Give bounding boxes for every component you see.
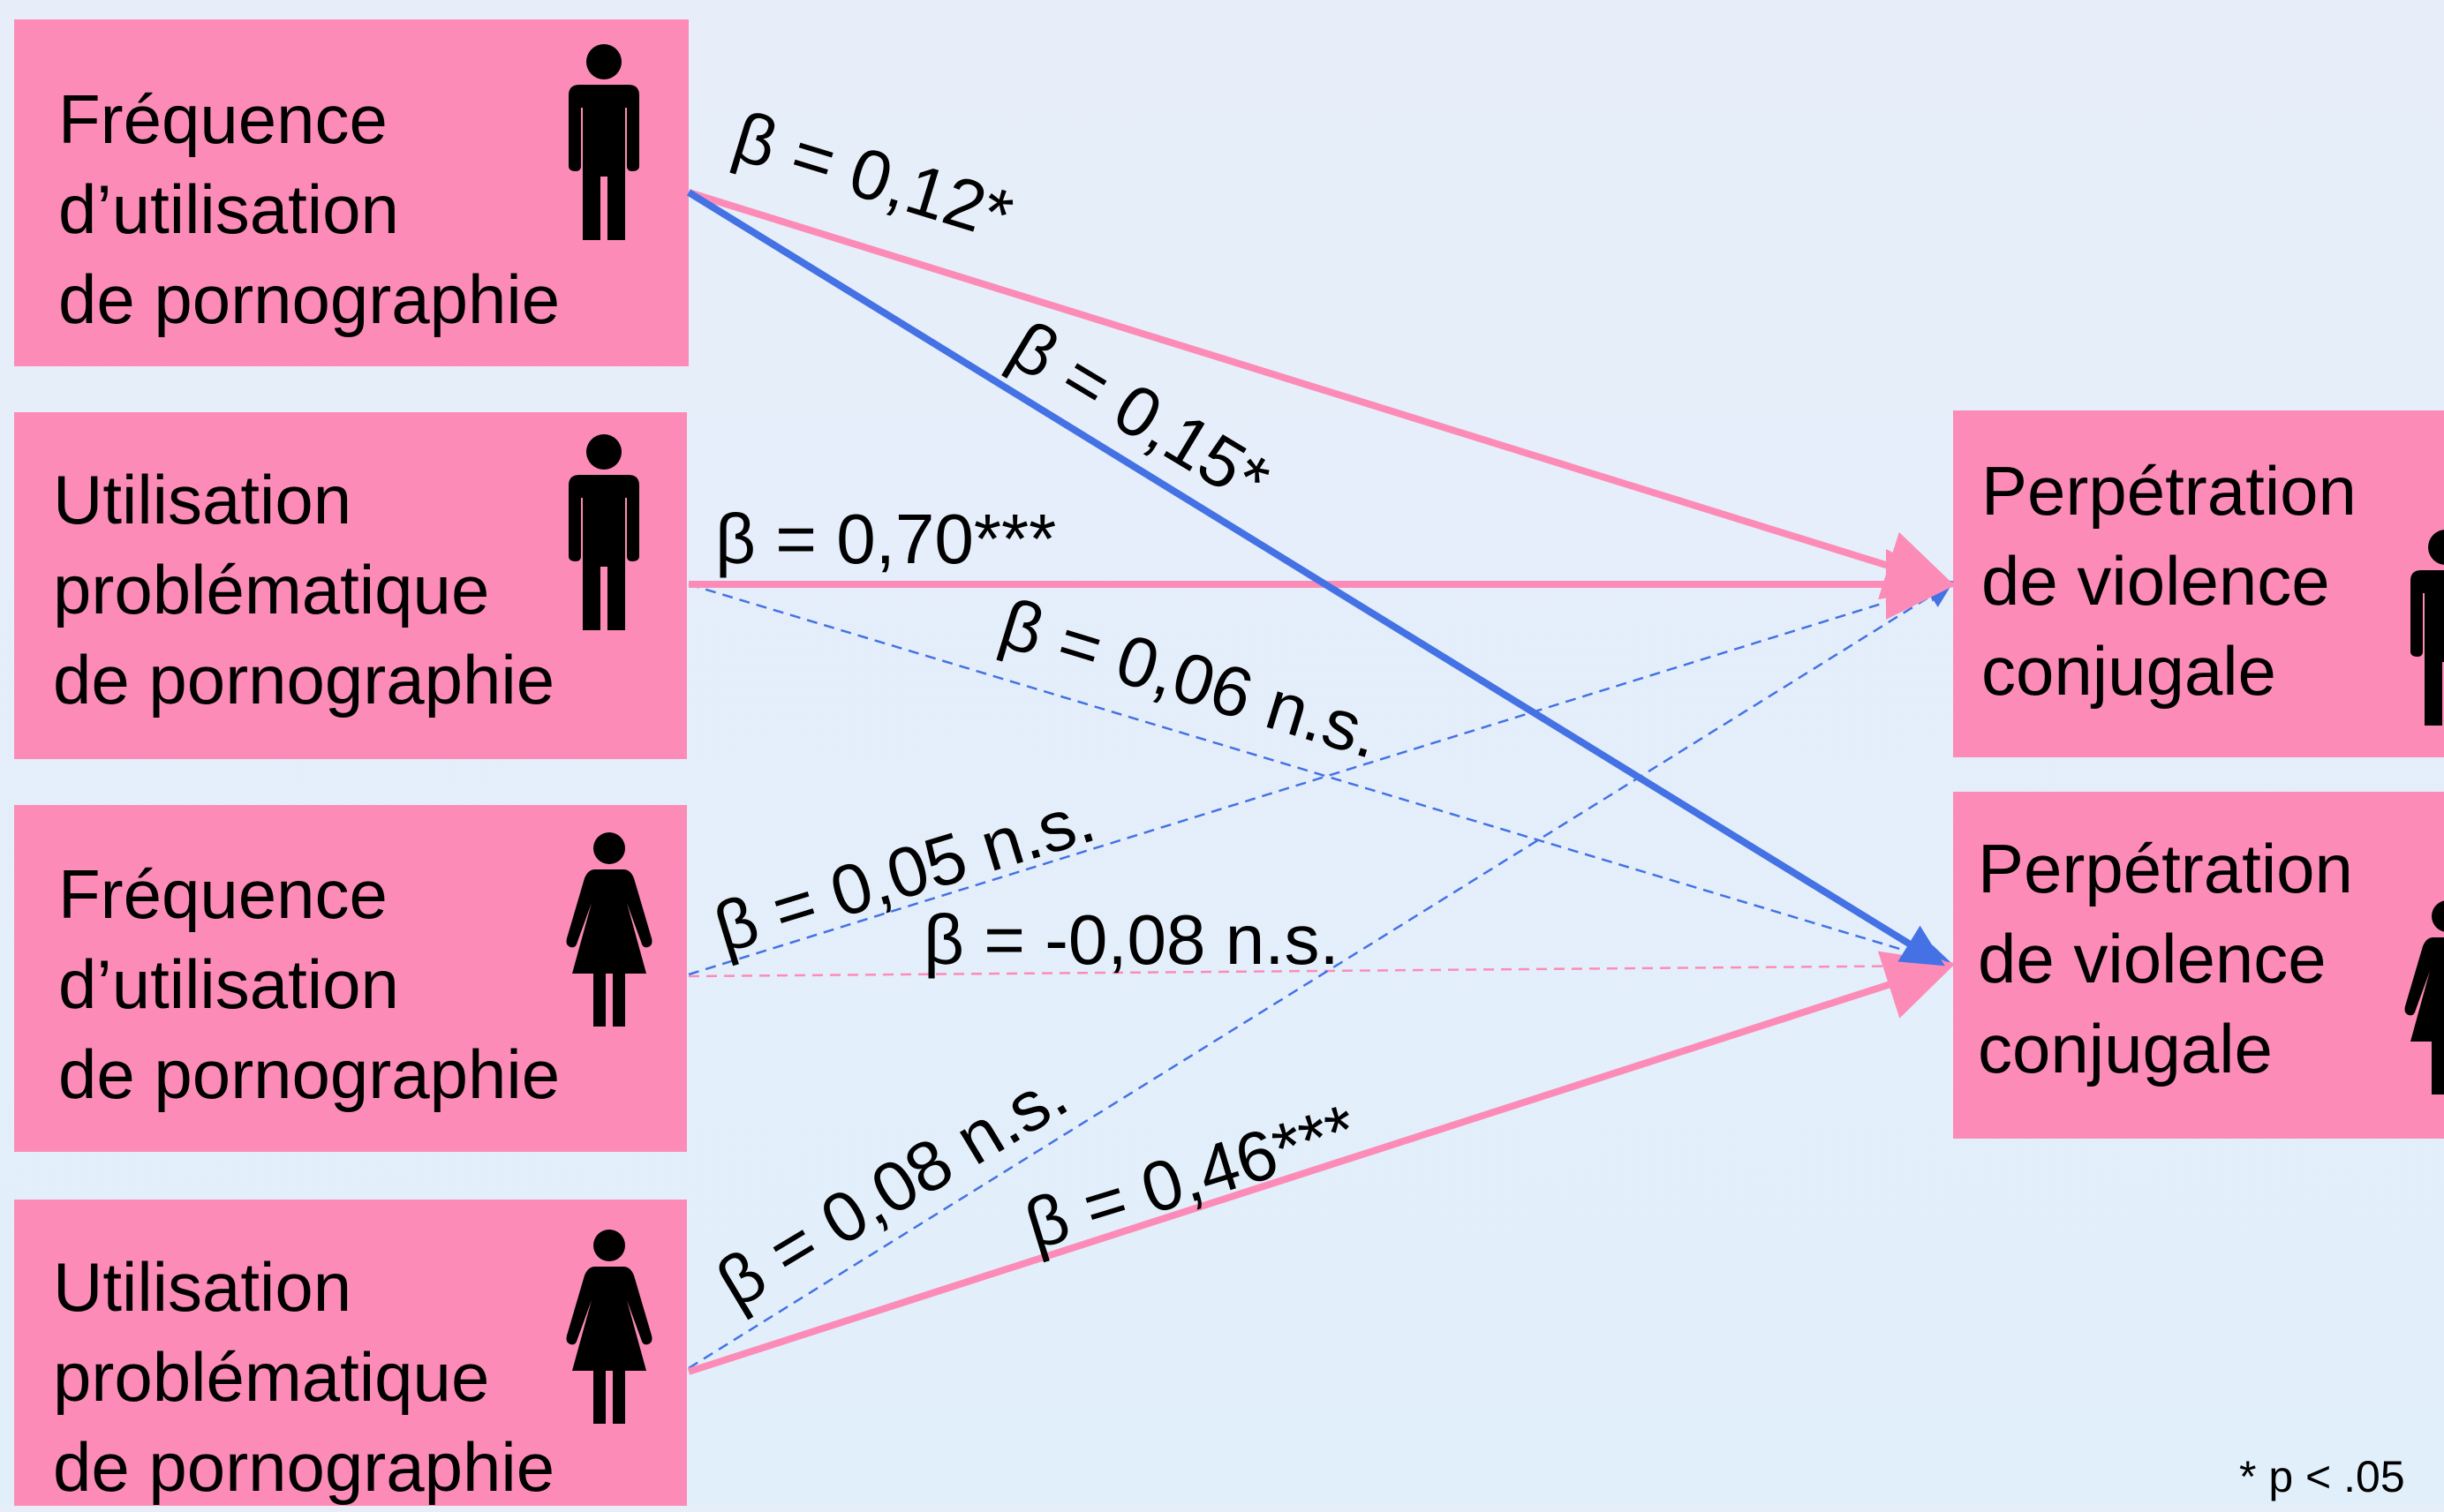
predictor-3-line-2: d’utilisation bbox=[58, 945, 399, 1023]
predictor-box-4: Utilisation problématique de pornographi… bbox=[14, 1200, 687, 1506]
path-line-8 bbox=[687, 951, 1957, 1375]
predictor-2-line-3: de pornographie bbox=[53, 641, 555, 718]
predictor-2-line-1: Utilisation bbox=[53, 461, 352, 538]
predictor-4-line-2: problématique bbox=[53, 1338, 490, 1416]
predictor-3-text: Fréquence d’utilisation de pornographie bbox=[58, 849, 560, 1119]
predictor-4-text: Utilisation problématique de pornographi… bbox=[53, 1242, 554, 1512]
predictor-1-line-2: d’utilisation bbox=[58, 170, 399, 248]
outcome-1-line-3: conjugale bbox=[1981, 632, 2276, 710]
outcome-2-line-2: de violence bbox=[1978, 920, 2327, 997]
outcome-1-line-1: Perpétration bbox=[1981, 452, 2357, 530]
predictor-2-text: Utilisation problématique de pornographi… bbox=[53, 455, 554, 725]
predictor-box-1: Fréquence d’utilisation de pornographie bbox=[14, 19, 689, 366]
path-label-3: β = 0,70*** bbox=[715, 500, 1056, 578]
predictor-1-line-1: Fréquence bbox=[58, 80, 388, 158]
path-label-6: β = -0,08 n.s. bbox=[924, 900, 1339, 979]
female-figure-icon bbox=[566, 832, 652, 1027]
predictor-4-line-1: Utilisation bbox=[53, 1248, 352, 1326]
male-figure-icon bbox=[569, 434, 639, 630]
predictor-1-line-3: de pornographie bbox=[58, 260, 561, 338]
outcome-2-text: Perpétration de violence conjugale bbox=[1978, 824, 2353, 1094]
predictor-2-line-2: problématique bbox=[53, 551, 490, 628]
outcome-2-line-3: conjugale bbox=[1978, 1010, 2273, 1087]
path-label-4: β = 0,06 n.s. bbox=[992, 583, 1390, 773]
path-label-1: β = 0,12* bbox=[725, 96, 1022, 255]
predictor-3-line-1: Fréquence bbox=[58, 855, 388, 933]
female-figure-icon bbox=[2404, 900, 2444, 1095]
path-line-2 bbox=[686, 189, 1945, 967]
path-line-1 bbox=[687, 189, 1957, 600]
male-figure-icon bbox=[569, 44, 639, 240]
outcome-1-text: Perpétration de violence conjugale bbox=[1981, 446, 2357, 716]
female-figure-icon bbox=[566, 1230, 652, 1424]
significance-legend: * p < .05 bbox=[2239, 1452, 2405, 1501]
path-label-2: β = 0,15* bbox=[997, 305, 1283, 520]
predictor-4-line-3: de pornographie bbox=[53, 1428, 555, 1506]
outcome-1-line-2: de violence bbox=[1981, 542, 2330, 620]
outcome-box-2: Perpétration de violence conjugale bbox=[1953, 792, 2444, 1139]
outcome-2-line-1: Perpétration bbox=[1978, 830, 2353, 907]
path-line-6 bbox=[688, 954, 1954, 978]
male-figure-icon bbox=[2410, 530, 2444, 726]
path-line-7 bbox=[688, 582, 1954, 1370]
predictor-3-line-3: de pornographie bbox=[58, 1035, 561, 1113]
path-line-4 bbox=[688, 583, 1954, 971]
path-line-5 bbox=[688, 576, 1954, 976]
predictor-box-3: Fréquence d’utilisation de pornographie bbox=[14, 805, 687, 1152]
predictor-box-2: Utilisation problématique de pornographi… bbox=[14, 412, 687, 759]
predictor-1-text: Fréquence d’utilisation de pornographie bbox=[58, 74, 560, 344]
outcome-box-1: Perpétration de violence conjugale bbox=[1953, 410, 2444, 757]
